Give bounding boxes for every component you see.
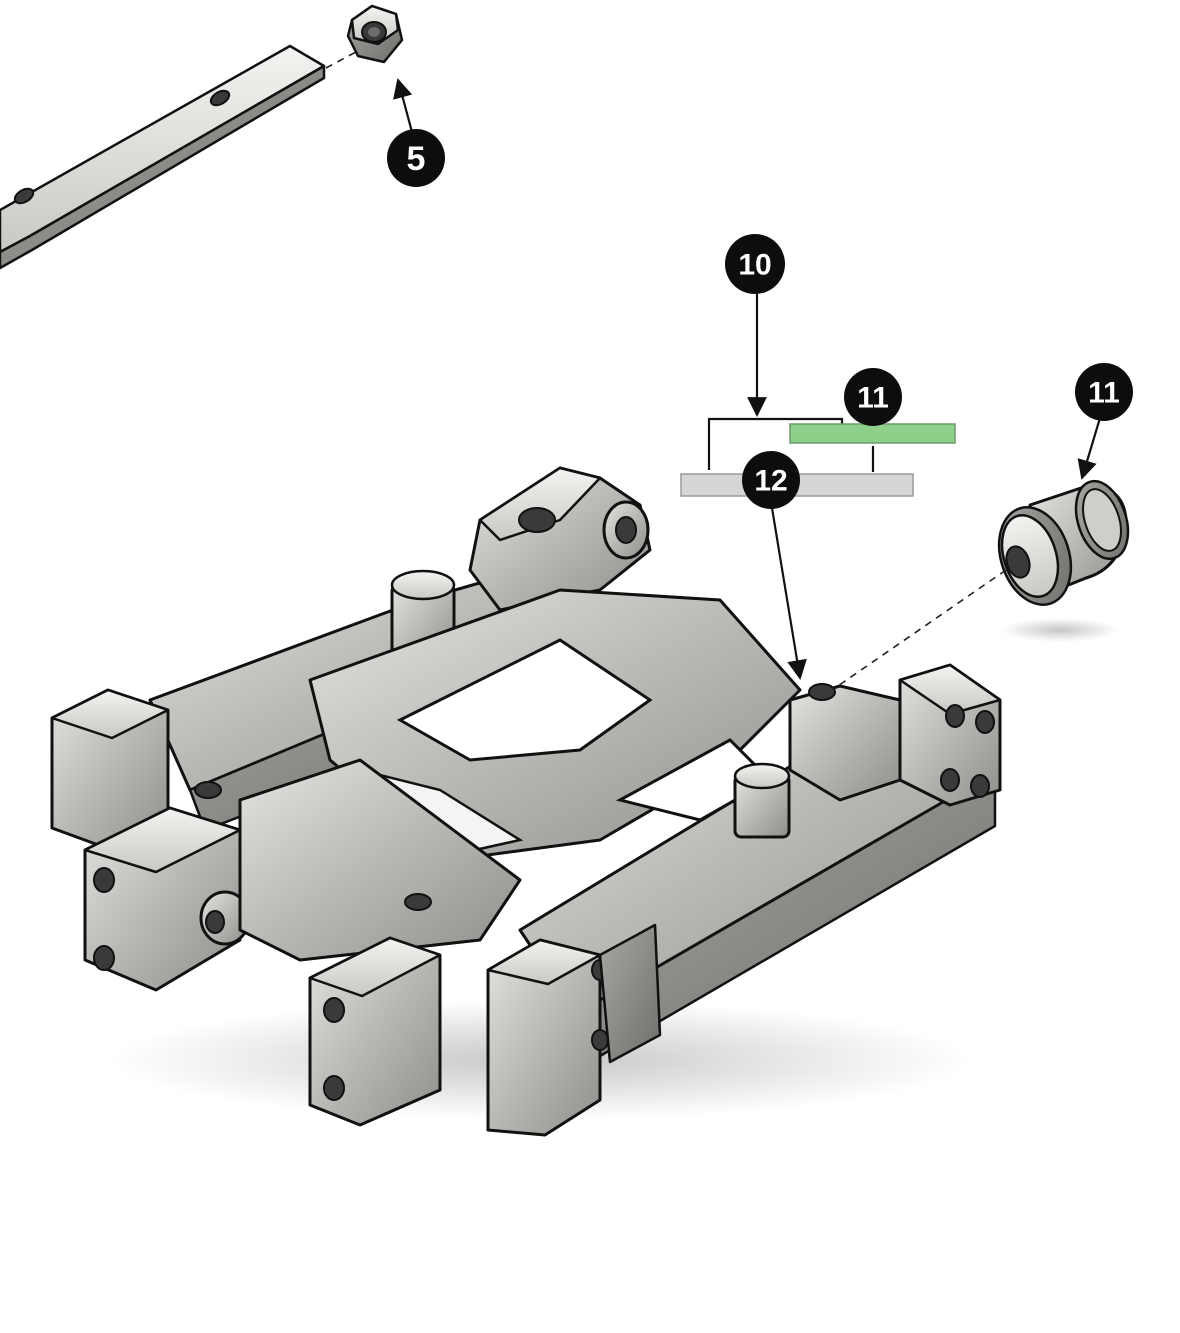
leader-12 xyxy=(770,507,807,680)
legend-bar-upper xyxy=(789,423,956,444)
callout-11-right: 11 xyxy=(1075,363,1133,421)
leader-11b xyxy=(1077,417,1102,480)
callout-11-upper: 11 xyxy=(844,368,902,426)
flat-link-bar xyxy=(0,44,326,270)
bushing xyxy=(997,479,1130,642)
svg-text:11: 11 xyxy=(1088,377,1120,410)
subframe-casting xyxy=(50,466,1002,1137)
callout-12: 12 xyxy=(742,451,800,509)
svg-text:12: 12 xyxy=(754,465,787,498)
svg-text:10: 10 xyxy=(738,249,771,282)
svg-text:5: 5 xyxy=(407,140,426,178)
leader-dash-bushing xyxy=(834,569,1007,689)
svg-text:11: 11 xyxy=(857,382,889,415)
leader-5 xyxy=(393,78,414,133)
hex-nut xyxy=(346,4,404,64)
callout-10: 10 xyxy=(725,234,785,294)
leader-dash-nut xyxy=(325,51,357,69)
callout-5: 5 xyxy=(387,129,445,187)
